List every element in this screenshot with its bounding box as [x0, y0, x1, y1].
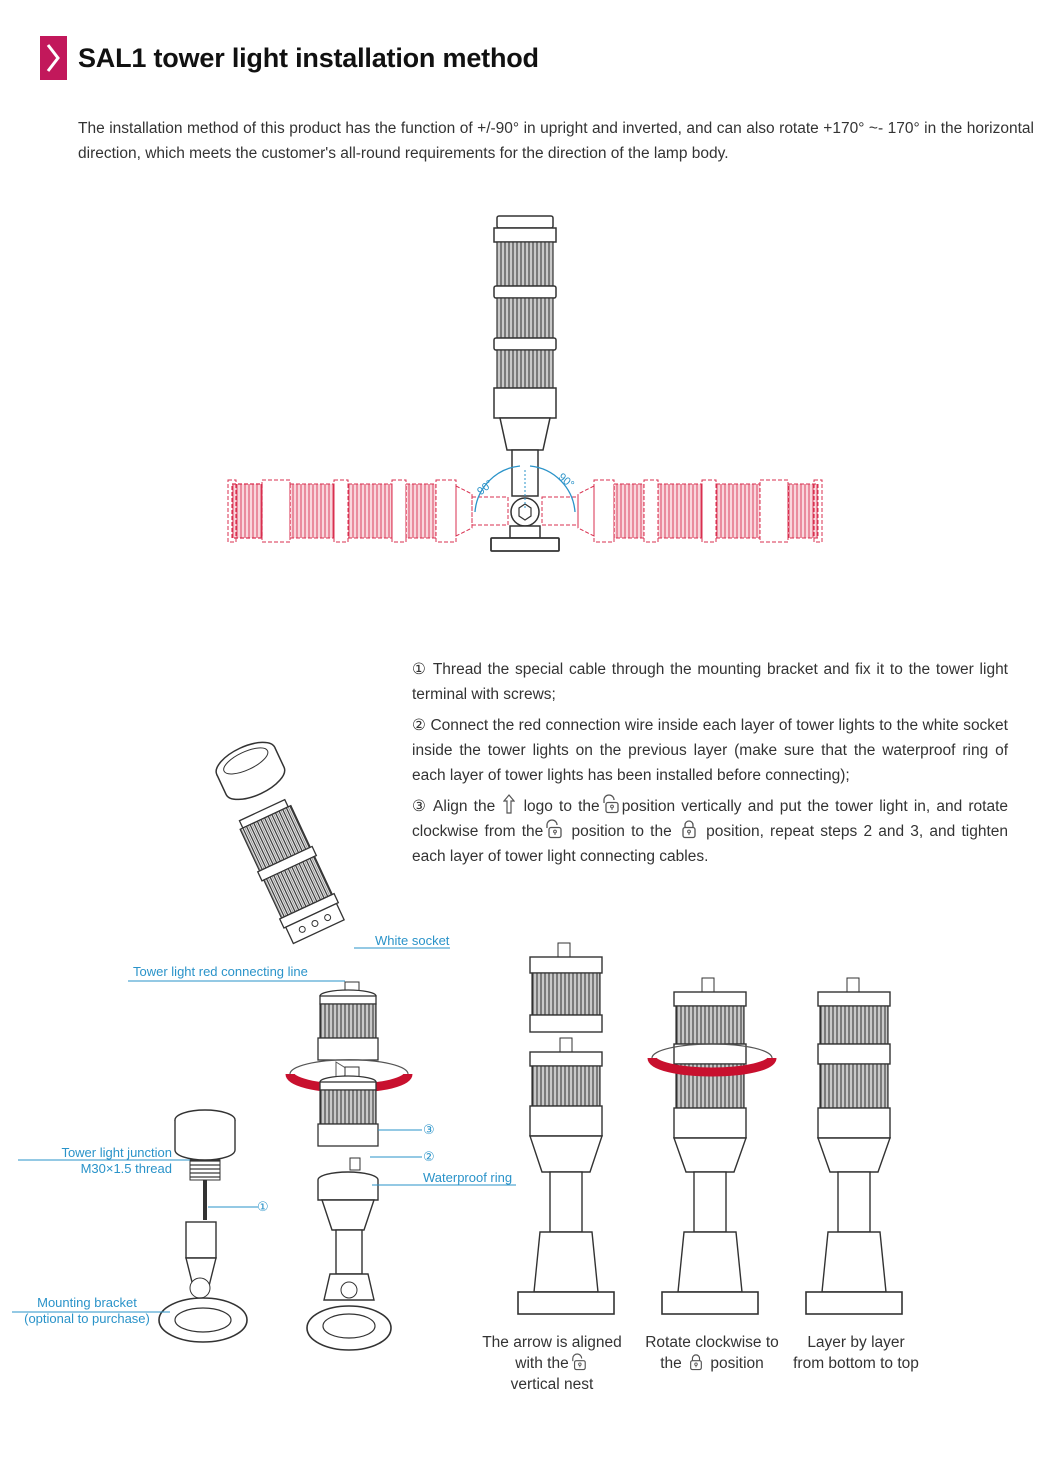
page-title: SAL1 tower light installation method [78, 42, 539, 73]
leader-lines [12, 947, 516, 1313]
junction-label-line-1: Tower light junction [61, 1145, 172, 1160]
caption-arrow-aligned: The arrow is aligned with the vertical n… [472, 1332, 632, 1395]
right-rotated-tower-light [541, 479, 823, 543]
step-3-text-d: position to the [571, 823, 672, 840]
step-2: ② Connect the red connection wire inside… [412, 717, 1008, 784]
tower-layer-1 [317, 981, 379, 1061]
tower-base [306, 1157, 392, 1351]
step-3-text-e: position, repeat steps 2 and 3, and tigh… [412, 823, 1009, 865]
chevron-right-icon [40, 36, 67, 80]
step-3-text-c: position vertically and put the tower li… [412, 798, 1009, 840]
unlock-icon [571, 1353, 587, 1371]
step-3-text-b: logo to the [523, 798, 600, 815]
intro-paragraph: The installation method of this product … [78, 120, 1034, 162]
page-header: SAL1 tower light installation method [40, 36, 539, 80]
white-socket-label: White socket [375, 933, 450, 948]
step-1: ① Thread the special cable through the m… [412, 661, 1008, 703]
caption-3-line-2: from bottom to top [793, 1355, 919, 1372]
step-3-text-a: ③ Align the [412, 798, 496, 815]
caption-3-line-1: Layer by layer [807, 1334, 905, 1351]
waterproof-ring-label: Waterproof ring [423, 1170, 513, 1185]
installation-steps: ① Thread the special cable through the m… [412, 657, 1008, 875]
junction-label: Tower light junction M30×1.5 thread [22, 1145, 172, 1177]
junction-label-line-2: M30×1.5 thread [80, 1161, 172, 1176]
caption-rotate-clockwise: Rotate clockwise to the position [632, 1332, 792, 1374]
caption-2-line-2: the position [660, 1353, 764, 1372]
mounting-bracket [158, 1109, 248, 1343]
caption-1-line-2: with the [472, 1353, 632, 1374]
lock-icon [688, 1353, 704, 1371]
left-rotated-tower-light [227, 479, 509, 543]
top-cap [215, 741, 286, 801]
figure-layer-by-layer [805, 977, 903, 1315]
caption-layer-by-layer: Layer by layer from bottom to top [776, 1332, 936, 1374]
marker-2: ② [423, 1149, 435, 1164]
marker-1: ① [257, 1199, 269, 1214]
upright-tower-light [490, 215, 560, 552]
tower-layer-2 [317, 1066, 379, 1147]
marker-3: ③ [423, 1122, 435, 1137]
figure-arrow-aligned [517, 942, 615, 1315]
tilted-tower-body [238, 798, 345, 945]
figure-rotate-clockwise [647, 977, 777, 1315]
mounting-bracket-label-line-1: Mounting bracket [37, 1295, 137, 1310]
caption-1-line-1: The arrow is aligned [482, 1334, 622, 1351]
red-connecting-line-label: Tower light red connecting line [133, 964, 308, 979]
caption-1-line-3: vertical nest [510, 1376, 594, 1393]
mounting-bracket-label: Mounting bracket (optional to purchase) [12, 1295, 162, 1327]
mounting-bracket-label-line-2: (optional to purchase) [24, 1311, 150, 1326]
rotation-diagram: 90° 90° [227, 215, 823, 552]
caption-2-line-1: Rotate clockwise to [645, 1334, 779, 1351]
